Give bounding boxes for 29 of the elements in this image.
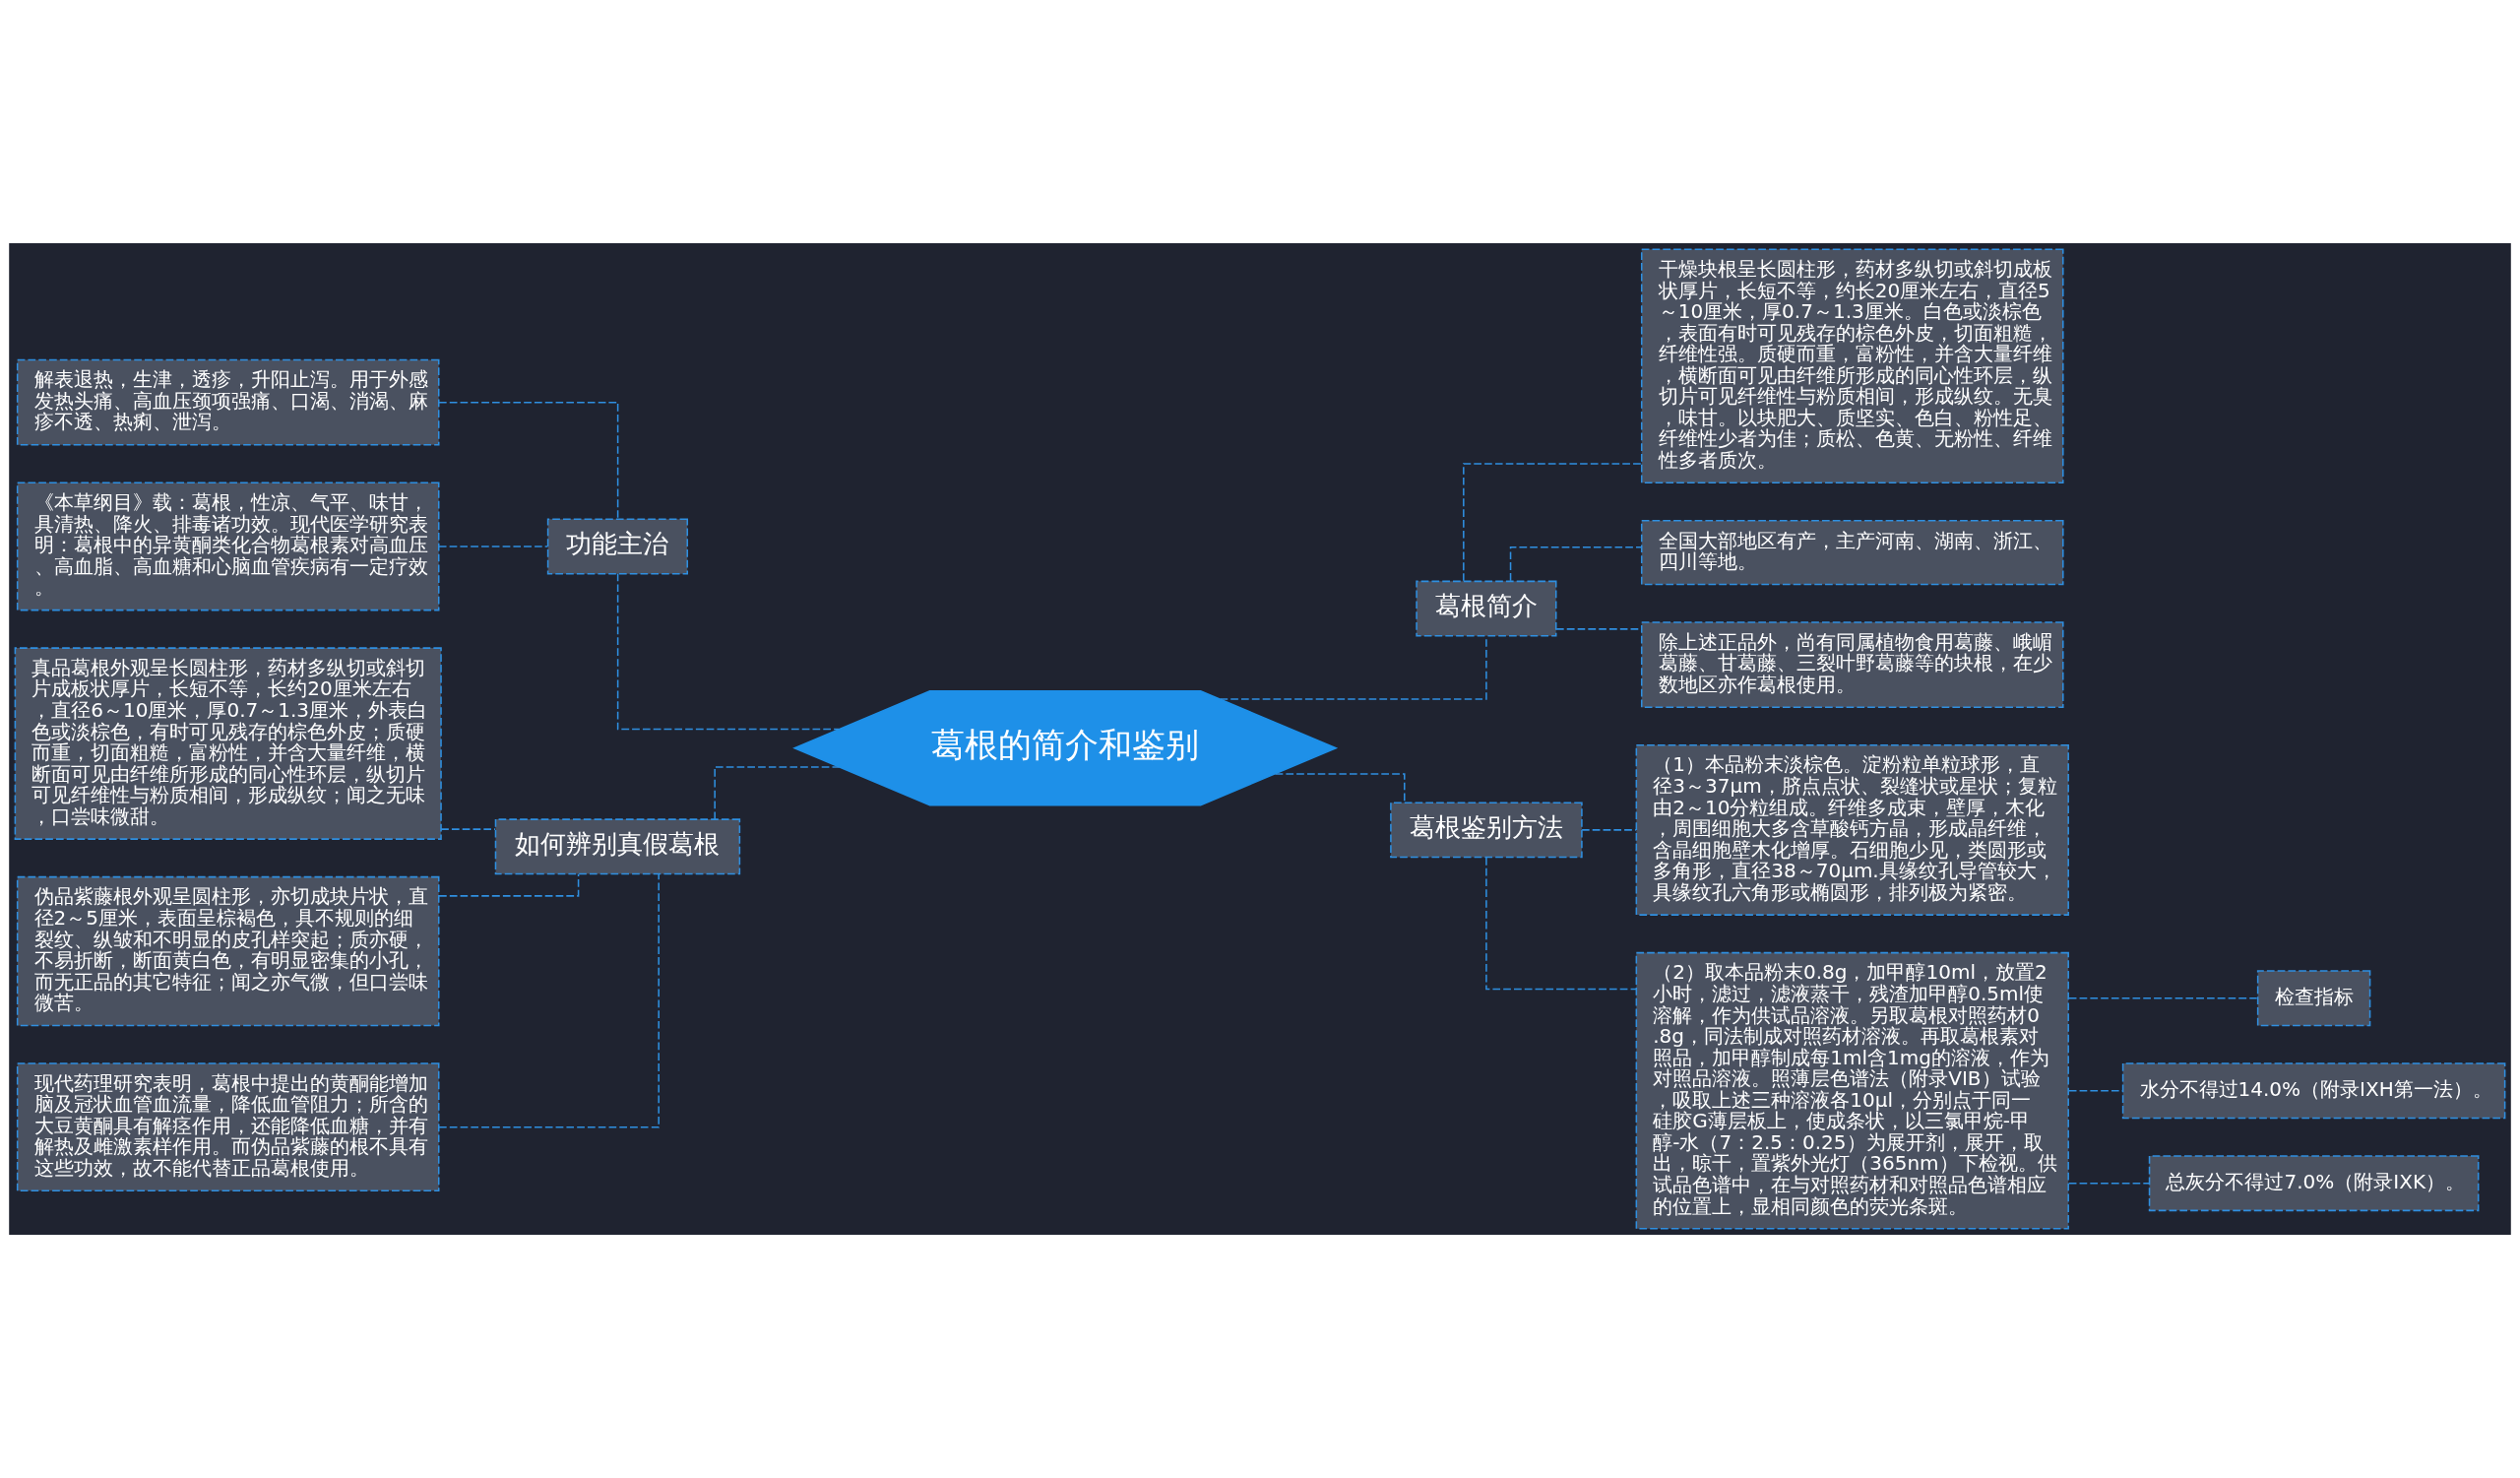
node-box: 干燥块根呈长圆柱形，药材多纵切或斜切成板状厚片，长短不等，约长20厘米左右，直径5～10厘米，厚0.7～1.3厘米。白色或淡棕色，表面有时可见残存的棕色外皮，切面粗糙，纤维性强。质硬而重，富粉性，并含大量纤维，横断面可见由纤维所形成的同心性环层，纵切片可见纤维性与粉质相间，形成纵纹。无臭，味甘。以块肥大、质坚实、色白、粉性足、纤维性少者为佳；质松、色黄、无粉性、纤维性多者质次。: [1640, 248, 2064, 484]
node-box: 如何辨别真假葛根: [494, 818, 741, 875]
connector: [2068, 1182, 2150, 1185]
node-box: 葛根简介: [1416, 580, 1557, 637]
node-box: 总灰分不得过7.0%（附录IXK）。: [2148, 1155, 2480, 1212]
connector: [440, 828, 496, 830]
node-box: 除上述正品外，尚有同属植物食用葛藤、峨嵋葛藤、甘葛藤、三裂叶野葛藤等的块根，在少数地区亦作葛根使用。: [1640, 621, 2064, 708]
node-box: （1）本品粉末淡棕色。淀粉粒单粒球形，直径3～37μm，脐点点状、裂缝状或星状；复粒由2～10分粒组成。纤维多成束，壁厚，木化，周围细胞大多含草酸钙方晶，形成晶纤维，含晶细胞壁木化增厚。石细胞少见，类圆形或多角形，直径38～70μm.具缘纹孔导管较大，具缘纹孔六角形或椭圆形，排列极为紧密。: [1635, 743, 2069, 916]
connector: [1463, 463, 1643, 582]
connector: [438, 872, 660, 1128]
connector: [1485, 857, 1637, 991]
connector: [1581, 829, 1637, 831]
node-box: 全国大部地区有产，主产河南、湖南、浙江、四川等地。: [1640, 520, 2064, 586]
node-box: 检查指标: [2256, 970, 2371, 1027]
node-box: 《本草纲目》载：葛根，性凉、气平、味甘，具清热、降火、排毒诸功效。现代医学研究表明：葛根中的异黄酮类化合物葛根素对高血压、高血脂、高血糖和心脑血管疾病有一定疗效。: [16, 482, 440, 611]
node-box: 伪品紫藤根外观呈圆柱形，亦切成块片状，直径2～5厘米，表面呈棕褐色，具不规则的细裂纹、纵皱和不明显的皮孔样突起；质亦硬，不易折断，断面黄白色，有明显密集的小孔，而无正品的其它特征；闻之亦气微，但口尝味微苦。: [16, 875, 440, 1027]
connector: [438, 546, 548, 547]
node-box: 解表退热，生津，透疹，升阳止泻。用于外感发热头痛、高血压颈项强痛、口渴、消渴、麻疹不透、热痢、泄泻。: [16, 358, 440, 446]
node-box: 葛根鉴别方法: [1390, 802, 1583, 859]
connector: [1509, 546, 1643, 582]
connector: [714, 766, 841, 820]
connector: [438, 401, 619, 520]
node-box: 现代药理研究表明，葛根中提出的黄酮能增加脑及冠状血管血流量，降低血管阻力；所含的大豆黄酮具有解痉作用，还能降低血糖，并有解热及雌激素样作用。而伪品紫藤的根不具有这些功效，故不能代替正品葛根使用。: [16, 1062, 440, 1192]
node-box: （2）取本品粉末0.8g，加甲醇10ml，放置2小时，滤过，滤液蒸干，残渣加甲醇0.5ml使溶解，作为供试品溶液。另取葛根对照药材0.8g，同法制成对照药材溶液。再取葛根素对照品，加甲醇制成每1ml含1mg的溶液，作为对照品溶液。照薄层色谱法（附录VIB）试验，吸取上述三种溶液各10μl，分别点于同一硅胶G薄层板上，使成条状，以三氯甲烷-甲醇-水（7：2.5：0.25）为展开剂，展开，取出，晾干，置紫外光灯（365nm）下检视。供试品色谱中，在与对照药材和对照品色谱相应的位置上，显相同颜色的荧光条斑。: [1635, 951, 2069, 1230]
connector: [616, 572, 840, 731]
node-box: 功能主治: [546, 518, 689, 575]
node-box: 水分不得过14.0%（附录IXH第一法）。: [2121, 1062, 2506, 1120]
connector: [2068, 997, 2258, 999]
node-box: 真品葛根外观呈长圆柱形，药材多纵切或斜切片成板状厚片，长短不等，长约20厘米左右，直径6～10厘米，厚0.7～1.3厘米，外表白色或淡棕色，有时可见残存的棕色外皮；质硬而重，切面粗糙，富粉性，并含大量纤维，横断面可见由纤维所形成的同心性环层，纵切片可见纤维性与粉质相间，形成纵纹；闻之无味，口尝味微甜。: [14, 647, 442, 840]
